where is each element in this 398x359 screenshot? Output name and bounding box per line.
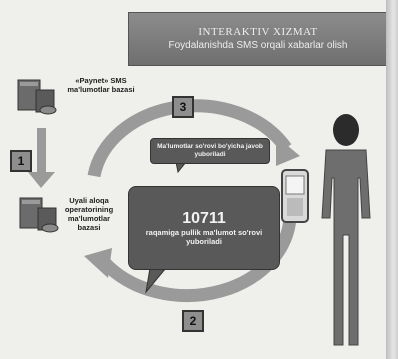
- request-text: raqamiga pullik ma'lumot so'rovi yuboril…: [145, 228, 263, 246]
- bottom-database-label: Uyali aloqa operatorining ma'lumotlar ba…: [64, 196, 114, 232]
- top-database-label: «Paynet» SMS ma'lumotlar bazasi: [67, 76, 135, 94]
- step-1-badge: 1: [10, 150, 32, 172]
- banner-title: INTERAKTIV XIZMAT: [198, 26, 318, 38]
- request-bubble: 10711 raqamiga pullik ma'lumot so'rovi y…: [128, 186, 280, 270]
- banner-subtitle: Foydalanishda SMS orqali xabarlar olish: [168, 40, 348, 51]
- server-icon-top: [17, 79, 57, 115]
- step-3-badge: 3: [172, 96, 194, 118]
- step-2-badge: 2: [182, 310, 204, 332]
- response-bubble: Ma'lumotlar so'rovi bo'yicha javob yubor…: [150, 138, 270, 164]
- phone-icon: [281, 169, 309, 223]
- cycle-arrow-bottom: [84, 209, 297, 303]
- vertical-arrow: [28, 128, 55, 188]
- page-edge: [386, 0, 398, 359]
- short-number: 10711: [182, 210, 226, 227]
- person-icon: [321, 114, 371, 346]
- server-icon-bottom: [19, 197, 59, 233]
- title-banner: INTERAKTIV XIZMAT Foydalanishda SMS orqa…: [128, 12, 388, 66]
